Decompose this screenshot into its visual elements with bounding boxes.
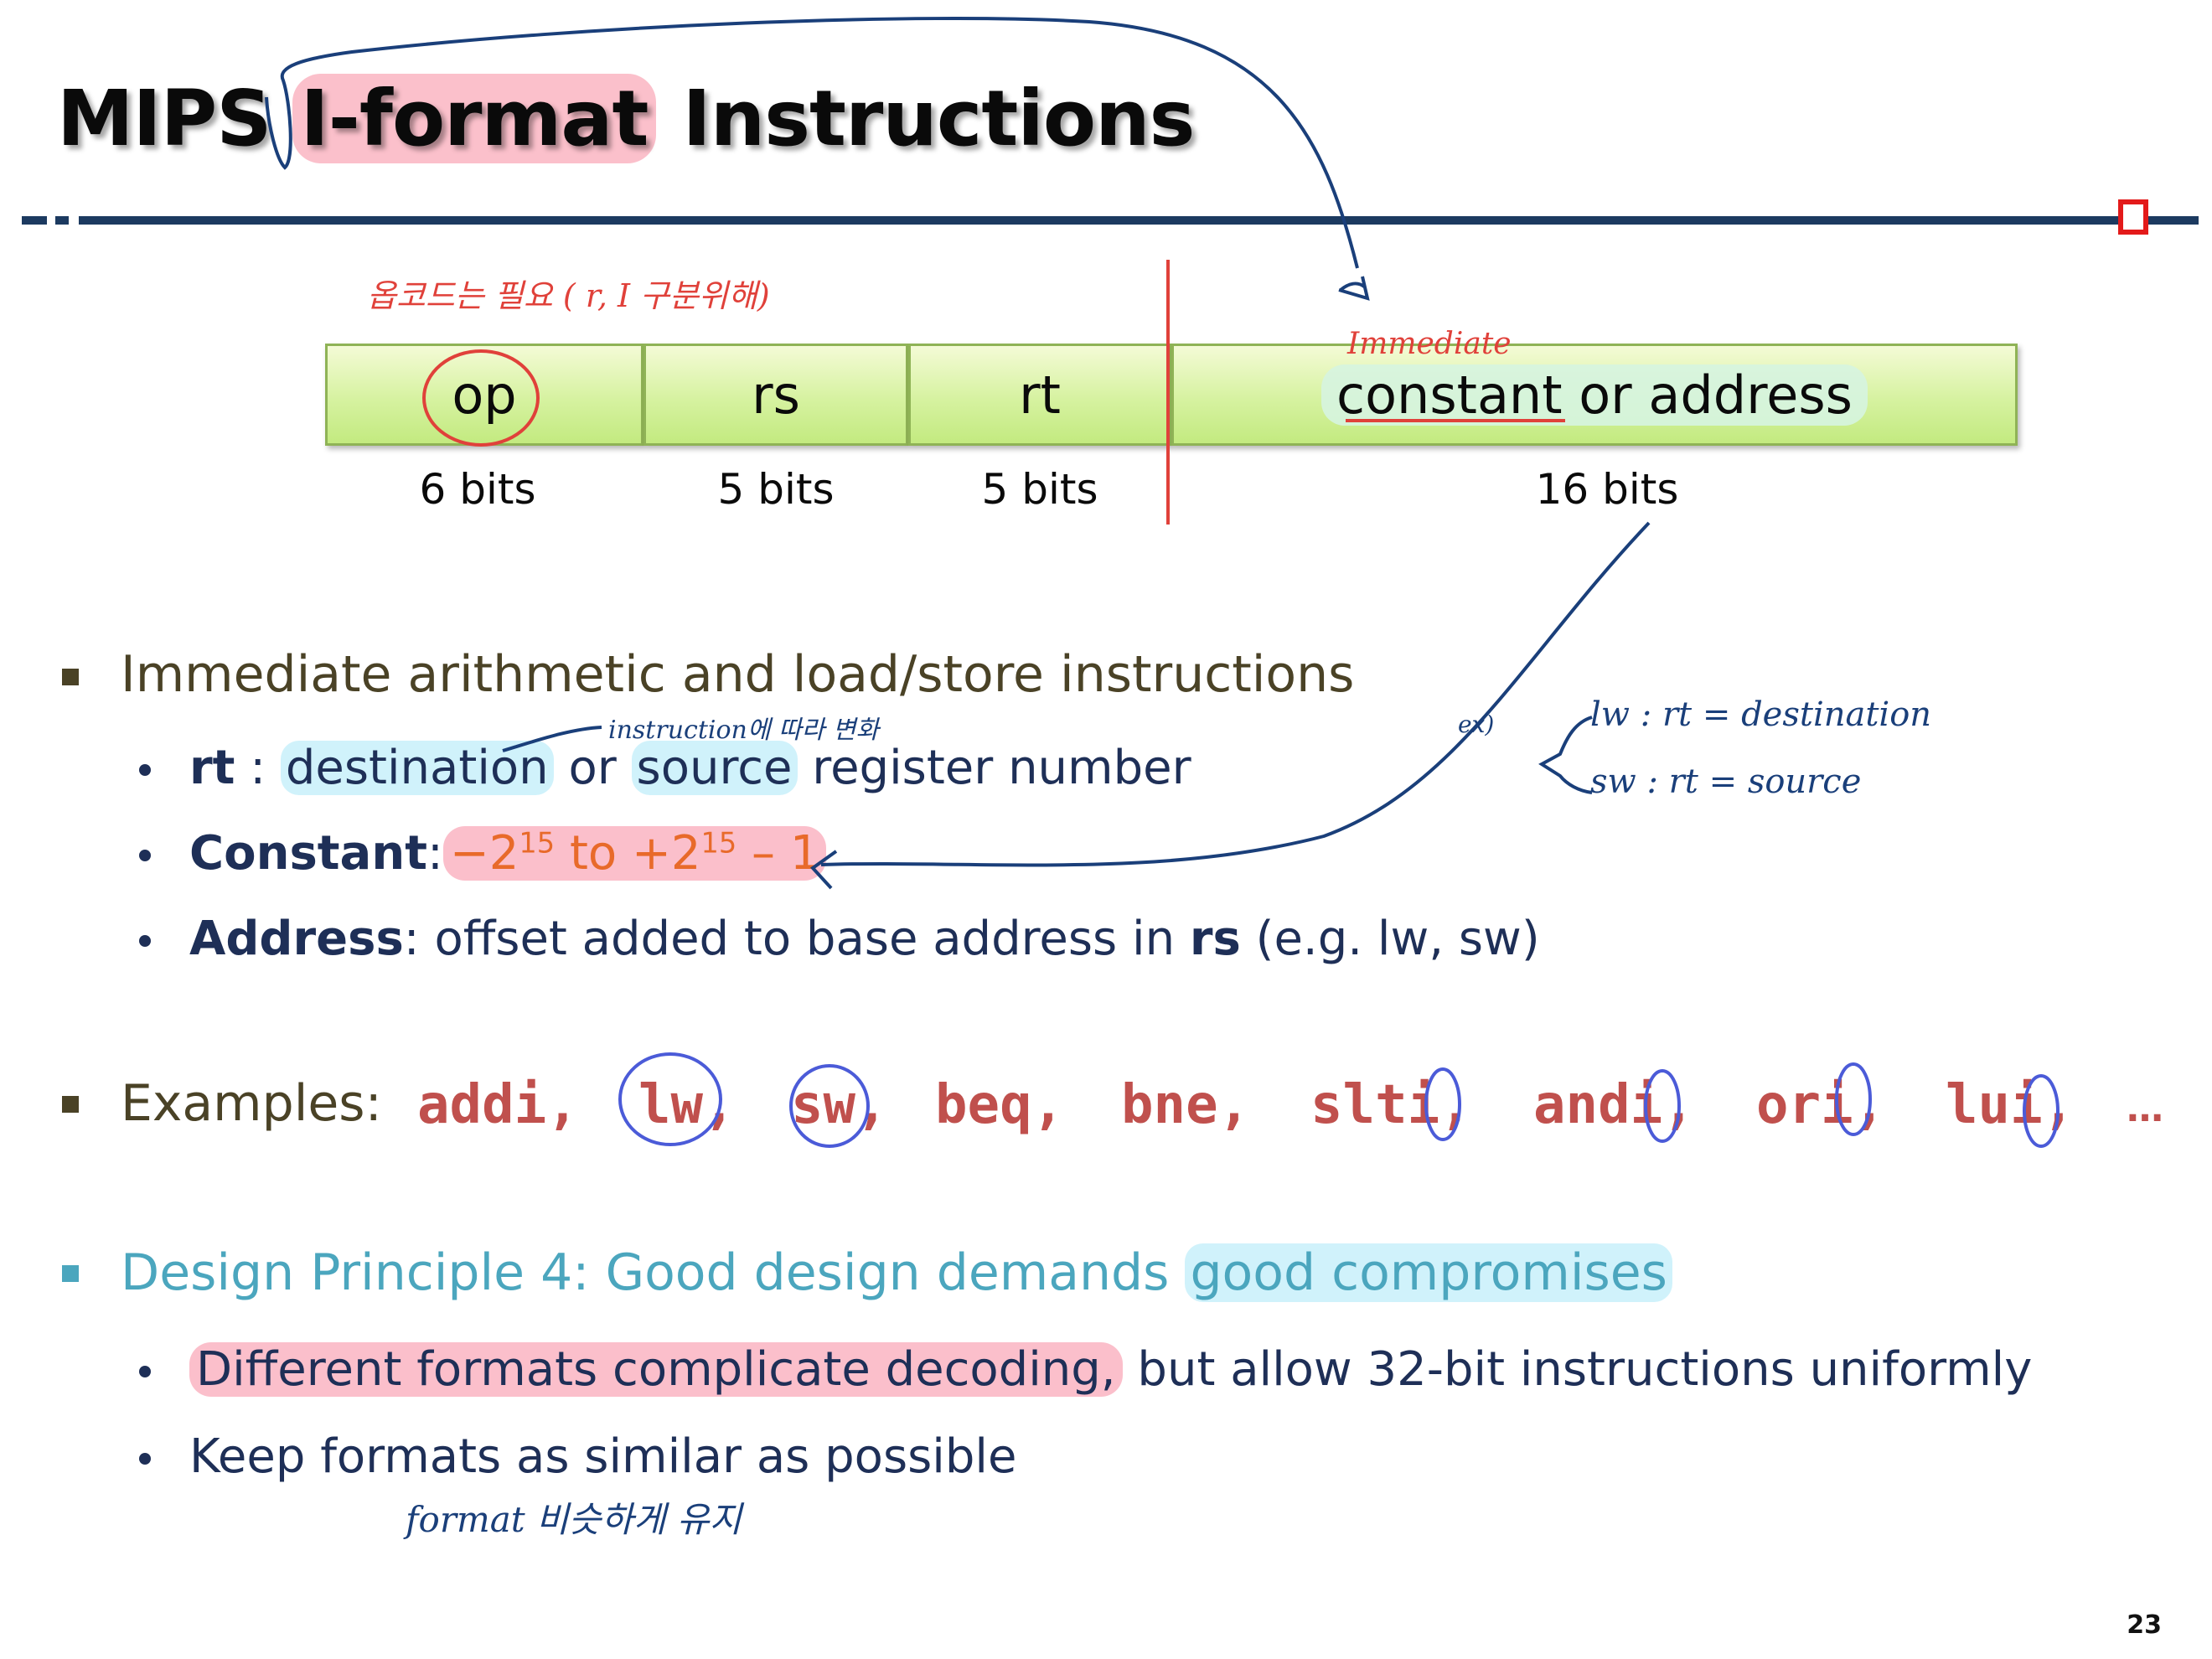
field-rt-label: rt bbox=[1019, 364, 1061, 426]
red-marker-box bbox=[2118, 199, 2148, 235]
constant-range-mid: to +2 bbox=[555, 826, 701, 881]
rt-rest: register number bbox=[797, 741, 1191, 795]
field-constant-label: constant or address bbox=[1321, 364, 1868, 426]
different-formats-rest: but allow 32-bit instructions uniformly bbox=[1122, 1342, 2033, 1397]
bullet-keep-formats: Keep formats as similar as possible bbox=[189, 1429, 1017, 1484]
design-heading-pre: Design Principle 4: Good design demands bbox=[121, 1243, 1186, 1302]
address-label: Address bbox=[189, 912, 404, 966]
bits-constant: 16 bits bbox=[1535, 465, 1679, 514]
bits-rs: 5 bits bbox=[717, 465, 835, 514]
annotation-lw-line: lw : rt = destination bbox=[1590, 695, 1932, 734]
bullet-square bbox=[62, 1096, 79, 1113]
field-rs-label: rs bbox=[752, 364, 800, 426]
page-number: 23 bbox=[2127, 1610, 2162, 1640]
bullet-dot bbox=[139, 1453, 151, 1465]
example-andi: andi, bbox=[1533, 1074, 1695, 1136]
example-bne: bne, bbox=[1121, 1074, 1251, 1136]
title-prefix: MIPS bbox=[57, 74, 297, 163]
rt-source: source bbox=[631, 741, 798, 795]
ink-arrow-iformat bbox=[265, 17, 1359, 269]
constant-exp-1: 15 bbox=[519, 826, 556, 860]
bullet-dot bbox=[139, 764, 151, 776]
annotation-sw-line: sw : rt = source bbox=[1590, 762, 1862, 801]
constant-range: −215 to +215 – 1 bbox=[442, 826, 827, 881]
title-highlight: I-format bbox=[292, 74, 657, 163]
bits-op: 6 bits bbox=[419, 465, 536, 514]
ink-circle-sw bbox=[789, 1064, 870, 1148]
example-beq: beq, bbox=[935, 1074, 1065, 1136]
constant-label: Constant bbox=[189, 826, 427, 881]
bullet-different-formats: Different formats complicate decoding, b… bbox=[189, 1342, 2032, 1397]
bullet-square bbox=[62, 1265, 79, 1282]
ink-circle-ori-i bbox=[1835, 1062, 1872, 1136]
bullet-dot bbox=[139, 935, 151, 947]
ink-arrow-16bits bbox=[820, 521, 1651, 867]
constant-exp-2: 15 bbox=[700, 826, 737, 860]
title-divider bbox=[79, 216, 2199, 225]
address-text: : offset added to base address in bbox=[403, 912, 1190, 966]
rt-or: or bbox=[553, 741, 632, 795]
rt-sep: : bbox=[235, 741, 281, 795]
example-addi: addi, bbox=[417, 1074, 579, 1136]
constant-range-end: – 1 bbox=[736, 826, 820, 881]
field-constant: constant or address bbox=[1171, 344, 2018, 446]
examples-label: Examples: bbox=[121, 1074, 382, 1133]
design-heading: Design Principle 4: Good design demands … bbox=[121, 1243, 1672, 1302]
ink-brace-ex bbox=[1538, 716, 1593, 794]
example-sw: sw, bbox=[791, 1074, 888, 1136]
constant-range-base: −2 bbox=[449, 826, 519, 881]
constant-sep: : bbox=[426, 826, 443, 881]
example-ellipsis: … bbox=[2127, 1088, 2163, 1130]
ink-circle-andi-i bbox=[1644, 1069, 1681, 1143]
field-op-label: op bbox=[452, 364, 517, 426]
title-suffix: Instructions bbox=[656, 74, 1195, 163]
slide-title: MIPS I-format Instructions bbox=[57, 74, 1195, 163]
ink-arrowhead-iformat bbox=[1338, 276, 1370, 301]
design-heading-highlight: good compromises bbox=[1185, 1243, 1672, 1302]
address-rs: rs bbox=[1189, 912, 1241, 966]
bullet-address: Address: offset added to base address in… bbox=[189, 912, 1540, 966]
annotation-immediate: Immediate bbox=[1347, 327, 1512, 361]
bullet-constant: Constant:−215 to +215 – 1 bbox=[189, 826, 827, 881]
ink-circle-lw bbox=[618, 1052, 722, 1146]
ink-circle-slti-i bbox=[1424, 1067, 1461, 1141]
ink-arrowhead-16bits bbox=[809, 850, 838, 890]
bullet-dot bbox=[139, 1366, 151, 1377]
field-rt: rt bbox=[908, 344, 1171, 446]
ink-circle-lui-i bbox=[2023, 1074, 2060, 1148]
ink-pointer-instruction bbox=[502, 726, 602, 752]
address-eg: (e.g. lw, sw) bbox=[1240, 912, 1540, 966]
rt-label: rt bbox=[189, 741, 235, 795]
different-formats-highlight: Different formats complicate decoding, bbox=[189, 1342, 1123, 1397]
bullet-immediate-heading: Immediate arithmetic and load/store inst… bbox=[121, 645, 1355, 704]
field-op: op bbox=[325, 344, 643, 446]
divider-dash bbox=[55, 216, 69, 225]
annotation-instruction-note: instruction에 따라 변화 bbox=[608, 716, 879, 745]
bullet-square bbox=[62, 669, 79, 685]
field-rs: rs bbox=[643, 344, 908, 446]
annotation-opcode-note: 옵코드는 필요 ( r, I 구분위해) bbox=[367, 277, 770, 314]
bullet-rt: rt : destination or source register numb… bbox=[189, 741, 1191, 795]
annotation-format-note: format 비슷하게 유지 bbox=[406, 1499, 742, 1540]
bullet-dot bbox=[139, 850, 151, 861]
ink-circle-op bbox=[422, 349, 540, 447]
divider-dash bbox=[22, 216, 47, 225]
example-slti: slti, bbox=[1310, 1074, 1472, 1136]
bits-rt: 5 bits bbox=[981, 465, 1098, 514]
